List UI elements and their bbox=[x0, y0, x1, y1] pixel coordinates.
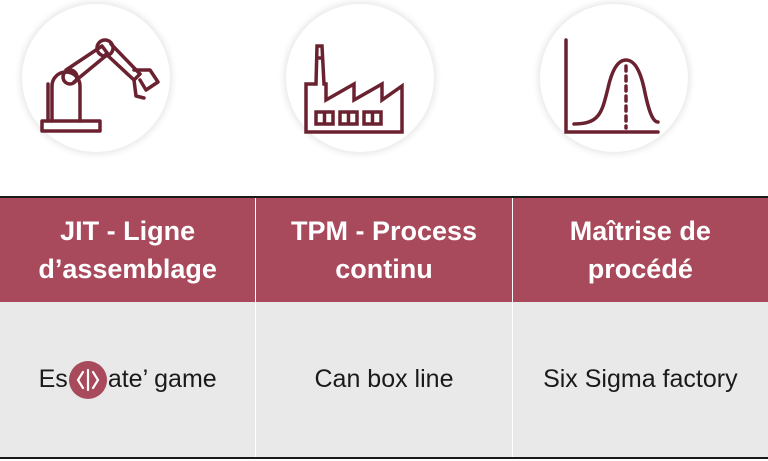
cell-six-sigma-factory: Six Sigma factory bbox=[543, 365, 738, 393]
cell-can-box-line: Can box line bbox=[256, 302, 513, 457]
header-jit: JIT - Ligne d’assemblage bbox=[0, 198, 257, 302]
factory-icon bbox=[304, 44, 404, 134]
factory-icon-circle bbox=[286, 4, 434, 152]
bell-curve-icon bbox=[564, 38, 660, 134]
header-row: JIT - Ligne d’assemblage TPM - Process c… bbox=[0, 198, 768, 302]
robot-arm-icon bbox=[40, 38, 160, 133]
header-maitrise: Maîtrise de procédé bbox=[569, 216, 711, 284]
robot-arm-icon-circle bbox=[22, 4, 170, 152]
cell-text-prefix: Es bbox=[38, 365, 68, 393]
cell-text-suffix: ate’ game bbox=[107, 365, 217, 393]
body-row: Es ate’ game Can box line Six Sigma facto… bbox=[0, 302, 768, 457]
icons-row bbox=[0, 0, 768, 195]
logo-icon bbox=[68, 360, 107, 399]
cell-escalate-game: Es ate’ game bbox=[0, 302, 257, 457]
header-tpm: TPM - Process continu bbox=[256, 198, 513, 302]
bell-curve-icon-circle bbox=[540, 4, 688, 152]
comparison-table: JIT - Ligne d’assemblage TPM - Process c… bbox=[0, 196, 768, 459]
